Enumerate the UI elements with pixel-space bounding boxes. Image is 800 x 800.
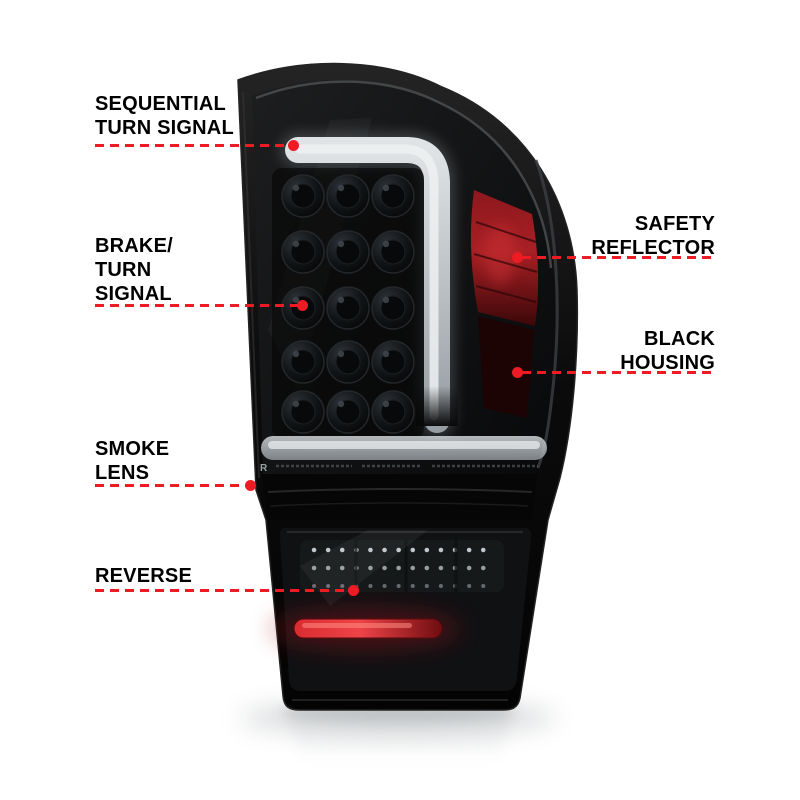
callout-brake-turn-signal: BRAKE/ TURN SIGNAL <box>95 234 173 306</box>
callout-text-line: LENS <box>95 462 150 484</box>
led-lens <box>371 230 415 274</box>
divider-groove-2 <box>269 502 529 507</box>
lower-light-band <box>261 436 547 460</box>
callout-smoke-lens: SMOKE LENS <box>95 437 169 485</box>
lens-marking-letter: R <box>260 463 268 474</box>
led-lens <box>326 230 370 274</box>
reverse-section <box>270 528 532 691</box>
reflector-glow <box>484 224 516 284</box>
divider-band <box>262 474 537 520</box>
callout-text-line: TURN <box>95 259 152 281</box>
red-bar-core-highlight <box>302 623 412 628</box>
leader-brake-turn-signal <box>95 304 298 307</box>
lens-top-highlight <box>255 80 553 269</box>
led-lens <box>281 230 325 274</box>
leader-dot-safety-reflector <box>512 252 523 263</box>
section-divider <box>262 474 537 520</box>
leader-dot-reverse <box>348 585 359 596</box>
lens-marking: R <box>260 463 538 474</box>
leader-dot-sequential-turn-signal <box>288 140 299 151</box>
callout-text-line: HOUSING <box>620 352 715 374</box>
divider-groove-1 <box>267 488 533 493</box>
led-lens <box>326 174 370 218</box>
reflector-ridges <box>473 221 538 303</box>
red-reflector-bar <box>293 618 443 639</box>
led-lens <box>371 390 415 434</box>
callout-reverse: REVERSE <box>95 564 192 588</box>
callout-text-line: BRAKE/ <box>95 235 173 257</box>
leader-dot-black-housing <box>512 367 523 378</box>
led-lens <box>371 340 415 384</box>
led-lens <box>281 340 325 384</box>
leader-reverse <box>95 589 349 592</box>
leader-dot-smoke-lens <box>245 480 256 491</box>
led-lens <box>326 286 370 330</box>
housing-left-edge-highlight <box>242 91 260 479</box>
callout-text-line: SMOKE <box>95 438 170 460</box>
led-lens <box>371 174 415 218</box>
safety-reflector-panel <box>470 190 539 418</box>
callout-text-line: SAFETY <box>634 213 715 235</box>
callout-text-line: REFLECTOR <box>591 237 715 259</box>
light-band-core <box>268 441 540 449</box>
led-lens <box>326 390 370 434</box>
led-array <box>272 168 424 438</box>
callout-text-line: TURN SIGNAL <box>95 117 234 139</box>
callout-text-line: REVERSE <box>95 565 192 587</box>
led-lens <box>326 340 370 384</box>
leader-black-housing <box>522 371 715 374</box>
callout-safety-reflector: SAFETY REFLECTOR <box>591 212 715 260</box>
led-lens <box>281 174 325 218</box>
reverse-cluster-dividers <box>354 540 458 592</box>
callout-black-housing: BLACK HOUSING <box>620 327 715 375</box>
leader-dot-brake-turn-signal <box>297 300 308 311</box>
led-lens <box>371 286 415 330</box>
leader-safety-reflector <box>522 256 715 259</box>
reflector-lower-housing <box>478 316 534 418</box>
leader-sequential-turn-signal <box>95 144 289 147</box>
leader-smoke-lens <box>95 484 246 487</box>
led-lens <box>281 390 325 434</box>
reverse-gloss-streak <box>300 530 428 606</box>
light-bar-core <box>295 144 439 421</box>
callout-text-line: SIGNAL <box>95 283 172 305</box>
callout-text-line: BLACK <box>644 328 715 350</box>
callout-text-line: SEQUENTIAL <box>95 93 226 115</box>
callout-sequential-turn-signal: SEQUENTIAL TURN SIGNAL <box>95 92 234 140</box>
reverse-led-panel <box>300 540 504 592</box>
